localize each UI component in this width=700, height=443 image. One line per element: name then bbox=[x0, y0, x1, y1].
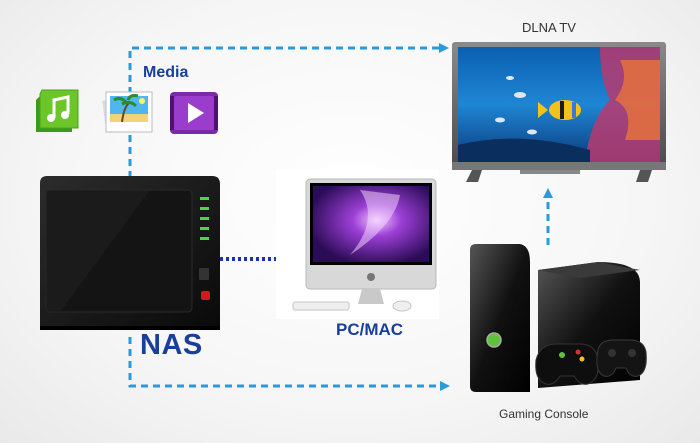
video-file-icon bbox=[170, 92, 218, 134]
dlna-tv bbox=[452, 42, 666, 182]
arrow-nas-to-tv bbox=[128, 43, 449, 178]
pc-mac bbox=[276, 169, 439, 319]
media-label: Media bbox=[143, 64, 189, 81]
dlna-tv-label: DLNA TV bbox=[522, 20, 576, 35]
nas-label: NAS bbox=[140, 329, 203, 361]
gaming-console-label: Gaming Console bbox=[499, 407, 589, 421]
music-file-icon bbox=[36, 89, 79, 132]
arrow-nas-to-console bbox=[128, 337, 450, 391]
photo-file-icon bbox=[102, 91, 153, 133]
nas-device bbox=[40, 176, 220, 330]
pc-mac-label: PC/MAC bbox=[336, 320, 404, 339]
gaming-console bbox=[470, 244, 647, 392]
